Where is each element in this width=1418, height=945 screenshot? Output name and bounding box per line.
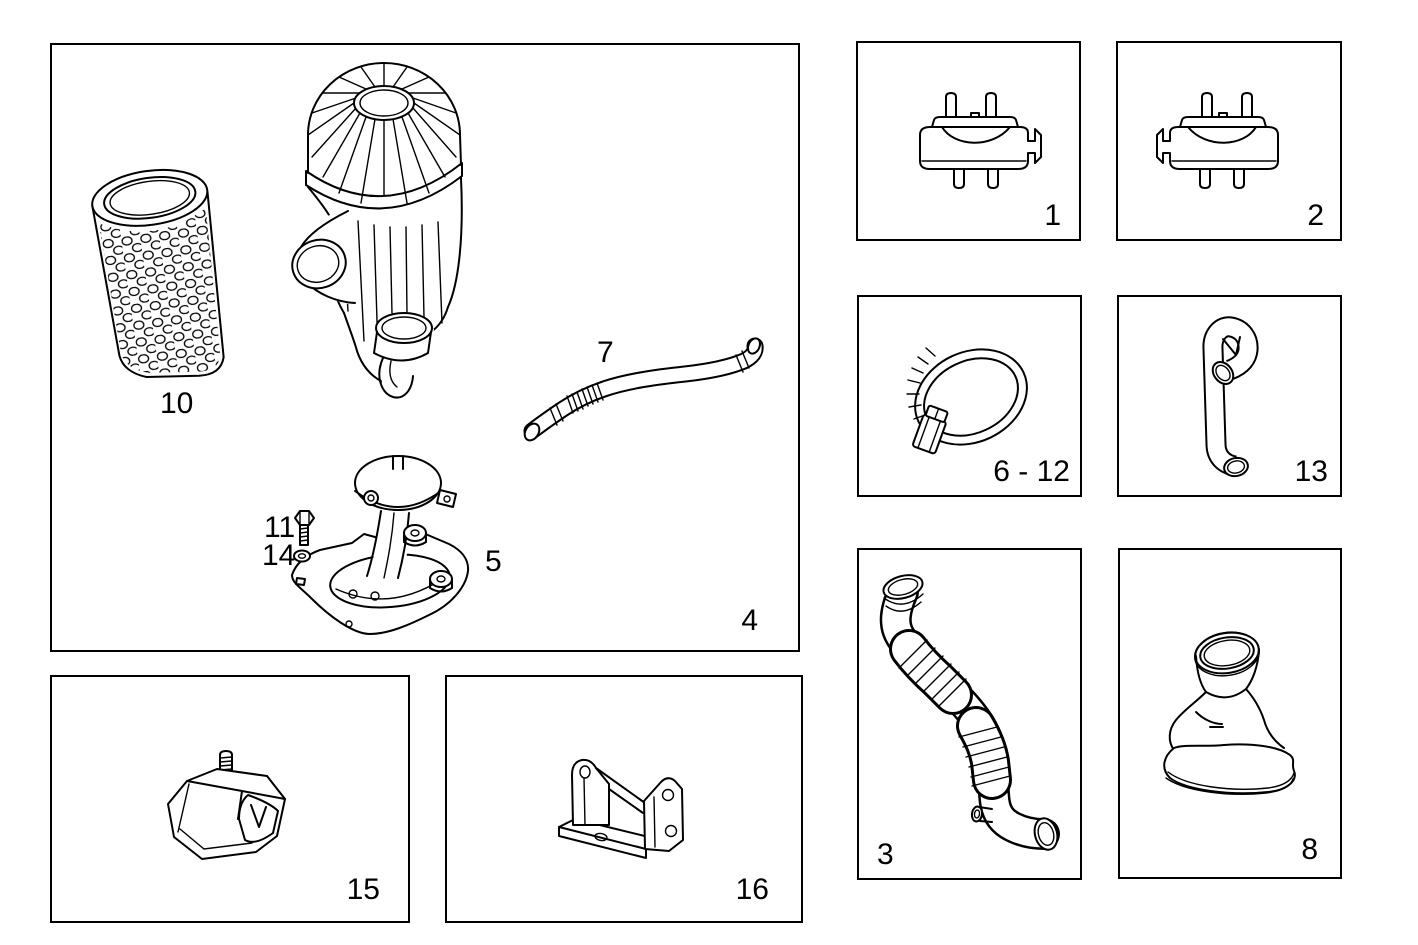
mount-bracket-drawing <box>558 758 684 859</box>
washer-drawing <box>293 549 311 563</box>
clamp-band-slots <box>906 347 936 420</box>
panel-breather-hose[interactable]: 13 <box>1117 295 1342 497</box>
panel-number-label: 15 <box>346 873 380 906</box>
panel-number-label: 1 <box>1044 199 1061 232</box>
hose-7-drawing <box>523 337 764 442</box>
bolt-drawing <box>294 510 315 546</box>
callout-bolt: 11 <box>264 511 296 544</box>
panel-engine-mount[interactable]: 15 <box>50 675 410 923</box>
air-filter-assembly-drawing <box>91 62 764 635</box>
panel-air-filter-assembly[interactable]: 10 7 5 11 14 4 <box>50 43 800 652</box>
mount-1-drawing <box>919 92 1042 189</box>
panel-mount-1[interactable]: 1 <box>856 41 1081 241</box>
clamp-screw-housing <box>912 404 949 455</box>
panel-number-label: 16 <box>735 873 769 906</box>
air-intake-drawing <box>1163 630 1296 795</box>
hose-ribs <box>898 639 1011 787</box>
panel-number-label: 6 - 12 <box>993 455 1070 488</box>
mount-shape <box>919 92 1042 189</box>
panel-hose-clamp[interactable]: 6 - 12 <box>857 295 1082 497</box>
support-bracket-drawing <box>291 455 470 635</box>
panel-mount-2[interactable]: 2 <box>1116 41 1342 241</box>
panel-number-label: 13 <box>1294 455 1328 488</box>
hose-clamp-drawing <box>906 347 1028 455</box>
callout-hose: 7 <box>597 336 614 369</box>
panel-number-label: 2 <box>1307 199 1324 232</box>
mount-shape-mirrored <box>1156 92 1279 189</box>
engine-mount-drawing <box>167 750 286 860</box>
filter-housing-drawing <box>291 62 463 399</box>
panel-number-label: 4 <box>741 604 758 637</box>
callout-filter-element: 10 <box>160 387 194 420</box>
breather-hose-drawing <box>1202 316 1259 478</box>
panel-intake-hose[interactable]: 3 <box>857 548 1082 880</box>
panel-number-label: 3 <box>877 838 894 871</box>
filter-element-drawing <box>91 168 225 379</box>
panel-number-label: 8 <box>1301 833 1318 866</box>
intake-hose-drawing <box>879 574 1060 851</box>
mount-2-drawing <box>1156 92 1279 189</box>
panel-mount-bracket[interactable]: 16 <box>445 675 803 923</box>
panel-air-intake[interactable]: 8 <box>1118 548 1342 879</box>
callout-washer: 14 <box>262 539 296 572</box>
callout-support-bracket: 5 <box>485 545 502 578</box>
